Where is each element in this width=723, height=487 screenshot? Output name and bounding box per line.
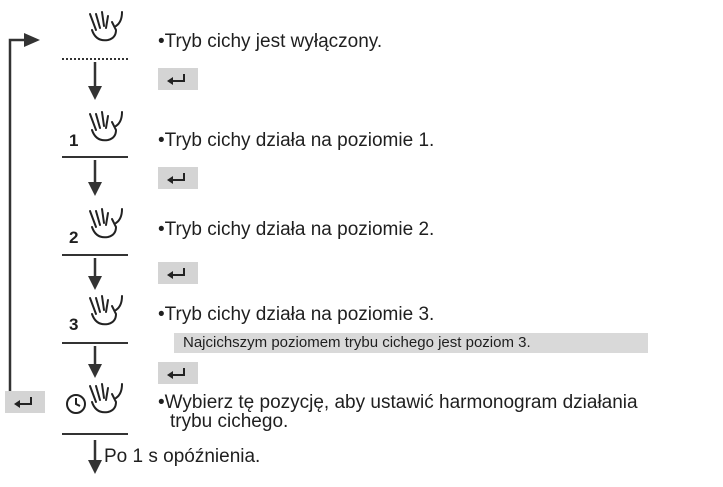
enter-key-icon — [167, 74, 185, 85]
separator-line — [62, 254, 128, 256]
step-level2-text: •Tryb cichy działa na poziomie 2. — [158, 219, 435, 240]
bullet: • — [158, 31, 165, 52]
separator-line — [62, 433, 128, 435]
quiet-mode-hand-icon — [89, 295, 123, 326]
bullet: • — [158, 304, 165, 325]
step-schedule-text-line2: trybu cichego. — [170, 411, 289, 432]
enter-key-icon — [167, 368, 185, 379]
loop-back-connector — [8, 33, 40, 400]
footer-text: Po 1 s opóźnienia. — [104, 446, 261, 467]
quiet-mode-hand-icon — [89, 383, 123, 414]
enter-button[interactable] — [158, 68, 198, 90]
step-schedule-text: •Wybierz tę pozycję, aby ustawić harmono… — [158, 392, 638, 413]
quiet-mode-hand-icon — [89, 208, 123, 239]
enter-key-icon — [167, 173, 185, 184]
dotted-separator — [62, 58, 128, 60]
bullet: • — [158, 130, 165, 151]
timer-icon — [66, 394, 86, 414]
level-number: 1 — [69, 131, 79, 150]
level3-note: Najcichszym poziomem trybu cichego jest … — [174, 333, 648, 353]
separator-line — [62, 342, 128, 344]
down-arrow-icon — [88, 440, 102, 474]
enter-button[interactable] — [158, 167, 198, 189]
quiet-mode-hand-icon — [89, 11, 123, 42]
enter-key-icon — [167, 268, 185, 279]
separator-line — [62, 156, 128, 158]
enter-key-icon — [14, 397, 32, 408]
down-arrow-icon — [88, 258, 102, 290]
enter-button[interactable] — [158, 262, 198, 284]
step-level1-text: •Tryb cichy działa na poziomie 1. — [158, 130, 435, 151]
quiet-mode-hand-icon — [89, 111, 123, 142]
step-off-text: •Tryb cichy jest wyłączony. — [158, 31, 383, 52]
down-arrow-icon — [88, 160, 102, 196]
step-level3-text: •Tryb cichy działa na poziomie 3. — [158, 304, 435, 325]
bullet: • — [158, 219, 165, 240]
enter-button[interactable] — [158, 362, 198, 384]
level-number: 3 — [69, 315, 79, 334]
enter-button[interactable] — [5, 391, 45, 413]
bullet: • — [158, 392, 165, 413]
down-arrow-icon — [88, 346, 102, 378]
down-arrow-icon — [88, 62, 102, 100]
level-number: 2 — [69, 228, 79, 247]
